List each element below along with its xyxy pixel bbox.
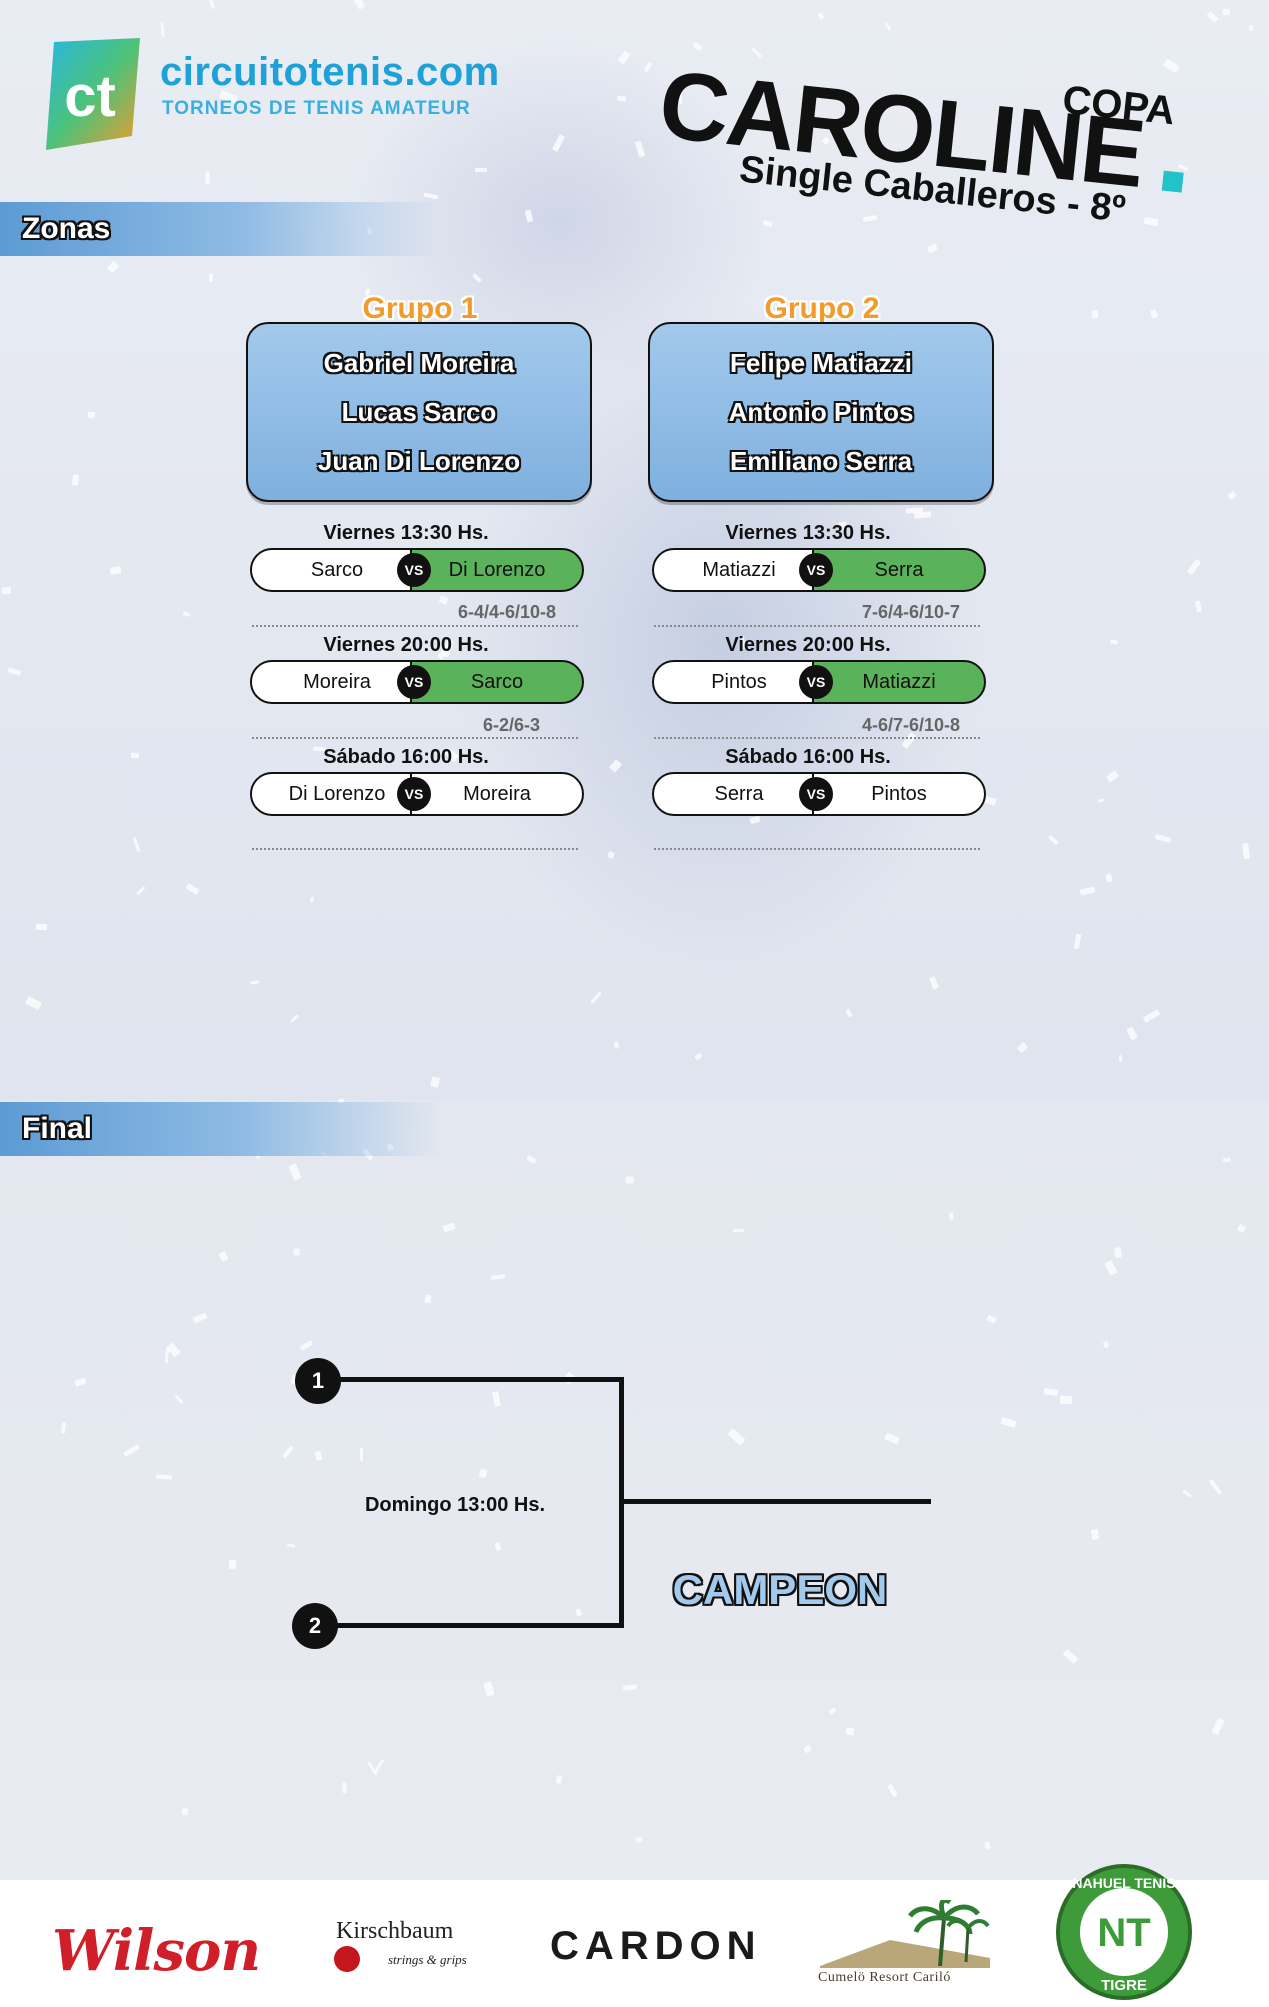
palm-tree-icon bbox=[820, 1900, 990, 1968]
group-2-player: Antonio Pintos bbox=[728, 397, 914, 427]
match-score: 7-6/4-6/10-7 bbox=[861, 602, 960, 622]
bracket-line-top bbox=[318, 1377, 624, 1382]
group-2-title: Grupo 2 bbox=[764, 292, 880, 325]
group-1-player: Gabriel Moreira bbox=[323, 348, 515, 378]
confetti-piece bbox=[87, 411, 96, 419]
seed-2-circle: 2 bbox=[292, 1603, 338, 1649]
match-score: 6-2/6-3 bbox=[482, 715, 540, 735]
confetti-piece bbox=[424, 1294, 432, 1304]
final-section-banner: Final bbox=[0, 1102, 440, 1156]
match-time: Viernes 20:00 Hs. bbox=[725, 634, 891, 656]
brand-tagline: TORNEOS DE TENIS AMATEUR bbox=[162, 98, 471, 119]
cherry-icon bbox=[334, 1946, 360, 1972]
group-2-box: Felipe Matiazzi Antonio Pintos Emiliano … bbox=[648, 322, 994, 502]
final-match-time: Domingo 13:00 Hs. bbox=[364, 1494, 546, 1516]
group-1-title: Grupo 1 bbox=[362, 292, 478, 325]
confetti-piece bbox=[1113, 1247, 1123, 1258]
match-divider bbox=[654, 737, 980, 739]
confetti-piece bbox=[359, 1447, 364, 1462]
confetti-piece bbox=[130, 752, 140, 759]
brand-name[interactable]: circuitotenis.com bbox=[160, 50, 500, 94]
svg-text:TIGRE: TIGRE bbox=[1101, 1977, 1147, 1994]
vs-badge: VS bbox=[397, 777, 431, 811]
match-player-left[interactable]: Di Lorenzo bbox=[250, 772, 424, 816]
seed-1-circle: 1 bbox=[295, 1358, 341, 1404]
confetti-piece bbox=[625, 1176, 634, 1184]
confetti-piece bbox=[1222, 8, 1231, 16]
vs-badge: VS bbox=[799, 553, 833, 587]
svg-text:NT: NT bbox=[1097, 1911, 1150, 1955]
confetti-piece bbox=[342, 1782, 347, 1794]
zonas-section-label: Zonas bbox=[22, 212, 111, 245]
confetti-piece bbox=[228, 1559, 237, 1570]
match-player-left[interactable]: Serra bbox=[652, 772, 826, 816]
background-photo-bottom bbox=[0, 1100, 1269, 1880]
match-player-left[interactable]: Pintos bbox=[652, 660, 826, 704]
group-1-player: Lucas Sarco bbox=[341, 397, 497, 427]
group-1-player: Juan Di Lorenzo bbox=[317, 446, 521, 476]
circuitotenis-logo-icon[interactable]: ct bbox=[40, 36, 144, 152]
svg-text:ct: ct bbox=[64, 64, 116, 129]
nahuel-tenis-logo[interactable]: NAHUEL TENIS NT TIGRE bbox=[1054, 1862, 1194, 2002]
vs-badge: VS bbox=[799, 777, 833, 811]
vs-badge: VS bbox=[799, 665, 833, 699]
match-player-right-winner[interactable]: Matiazzi bbox=[812, 660, 986, 704]
background-photo-top bbox=[0, 0, 1269, 1100]
match-divider bbox=[252, 625, 578, 627]
match-time: Viernes 20:00 Hs. bbox=[323, 634, 489, 656]
match-divider bbox=[654, 848, 980, 850]
match-score: 6-4/4-6/10-8 bbox=[457, 602, 556, 622]
confetti-piece bbox=[733, 1229, 744, 1232]
confetti-piece bbox=[984, 1841, 991, 1850]
group-2-player: Emiliano Serra bbox=[729, 446, 913, 476]
svg-text:NAHUEL TENIS: NAHUEL TENIS bbox=[1072, 1875, 1175, 1891]
match-score: 4-6/7-6/10-8 bbox=[861, 715, 960, 735]
group-1-box: Gabriel Moreira Lucas Sarco Juan Di Lore… bbox=[246, 322, 592, 502]
match-player-right-winner[interactable]: Di Lorenzo bbox=[410, 548, 584, 592]
confetti-piece bbox=[1091, 309, 1099, 319]
confetti-piece bbox=[475, 168, 487, 172]
wilson-logo[interactable]: Wilson bbox=[52, 1918, 261, 1984]
match-player-left[interactable]: Sarco bbox=[250, 548, 424, 592]
confetti-piece bbox=[35, 923, 48, 931]
group-2-player: Felipe Matiazzi bbox=[729, 348, 913, 378]
match-time: Viernes 13:30 Hs. bbox=[323, 522, 489, 544]
confetti-piece bbox=[1090, 1529, 1100, 1540]
match-time: Sábado 16:00 Hs. bbox=[323, 746, 489, 768]
champion-label: CAMPEON bbox=[672, 1566, 888, 1613]
kirschbaum-tagline: strings & grips bbox=[388, 1952, 467, 1967]
match-divider bbox=[252, 848, 578, 850]
bracket-line-bottom bbox=[316, 1623, 624, 1628]
confetti-piece bbox=[1, 586, 12, 595]
match-time: Sábado 16:00 Hs. bbox=[725, 746, 891, 768]
confetti-piece bbox=[1118, 1054, 1123, 1063]
confetti-piece bbox=[205, 171, 210, 185]
match-player-right[interactable]: Moreira bbox=[410, 772, 584, 816]
match-player-right[interactable]: Pintos bbox=[812, 772, 986, 816]
vs-badge: VS bbox=[397, 665, 431, 699]
match-player-right-winner[interactable]: Serra bbox=[812, 548, 986, 592]
confetti-piece bbox=[1103, 1341, 1109, 1348]
kirschbaum-logo[interactable]: Kirschbaum bbox=[336, 1918, 454, 1944]
confetti-piece bbox=[208, 273, 214, 283]
confetti-piece bbox=[293, 1248, 300, 1256]
match-divider bbox=[654, 625, 980, 627]
cumelo-resort-logo[interactable]: Cumelö Resort Cariló bbox=[818, 1970, 951, 1985]
zonas-section-banner: Zonas bbox=[0, 202, 440, 256]
match-divider bbox=[252, 737, 578, 739]
vs-badge: VS bbox=[397, 553, 431, 587]
bracket-line-champion bbox=[619, 1499, 931, 1504]
match-time: Viernes 13:30 Hs. bbox=[725, 522, 891, 544]
match-player-right-winner[interactable]: Sarco bbox=[410, 660, 584, 704]
cardon-logo[interactable]: CARDON bbox=[550, 1924, 762, 1968]
cup-name-dot bbox=[1161, 170, 1184, 193]
match-player-left[interactable]: Matiazzi bbox=[652, 548, 826, 592]
final-section-label: Final bbox=[22, 1112, 93, 1145]
confetti-piece bbox=[1059, 1395, 1073, 1405]
confetti-piece bbox=[72, 474, 79, 486]
confetti-piece bbox=[845, 1727, 855, 1736]
